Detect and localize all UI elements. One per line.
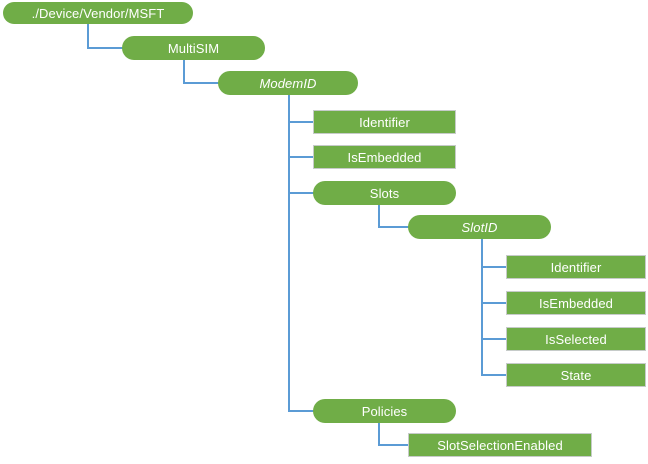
node-slotid[interactable]: SlotID xyxy=(408,215,551,239)
connector-policies-to-slotselectionenabled-vertical xyxy=(378,423,380,445)
connector-slotid-to-isembedded xyxy=(481,302,507,304)
connector-slotid-to-state xyxy=(481,374,507,376)
connector-root-to-multisim-vertical xyxy=(87,24,89,48)
connector-slots-to-slotid-horizontal xyxy=(378,226,410,228)
node-root-device-vendor-msft[interactable]: ./Device/Vendor/MSFT xyxy=(3,2,193,24)
node-slot-isembedded[interactable]: IsEmbedded xyxy=(506,291,646,315)
node-modem-isembedded[interactable]: IsEmbedded xyxy=(313,145,456,169)
node-slot-identifier[interactable]: Identifier xyxy=(506,255,646,279)
node-slot-isselected[interactable]: IsSelected xyxy=(506,327,646,351)
connector-multisim-to-modemid-horizontal xyxy=(183,82,219,84)
node-modemid[interactable]: ModemID xyxy=(218,71,358,95)
node-slotselectionenabled[interactable]: SlotSelectionEnabled xyxy=(408,433,592,457)
connector-policies-to-slotselectionenabled-horizontal xyxy=(378,444,410,446)
connector-slotid-to-identifier xyxy=(481,266,507,268)
connector-slots-to-slotid-vertical xyxy=(378,205,380,227)
node-slots[interactable]: Slots xyxy=(313,181,456,205)
node-multisim[interactable]: MultiSIM xyxy=(122,36,265,60)
connector-modemid-to-identifier xyxy=(288,121,314,123)
node-policies[interactable]: Policies xyxy=(313,399,456,423)
connector-modemid-to-policies xyxy=(288,410,314,412)
connector-multisim-to-modemid-vertical xyxy=(183,60,185,83)
connector-modemid-trunk xyxy=(288,95,290,412)
node-modem-identifier[interactable]: Identifier xyxy=(313,110,456,134)
connector-modemid-to-slots xyxy=(288,192,314,194)
node-slot-state[interactable]: State xyxy=(506,363,646,387)
connector-modemid-to-isembedded xyxy=(288,156,314,158)
connector-slotid-trunk xyxy=(481,239,483,375)
connector-root-to-multisim-horizontal xyxy=(87,47,123,49)
connector-slotid-to-isselected xyxy=(481,338,507,340)
